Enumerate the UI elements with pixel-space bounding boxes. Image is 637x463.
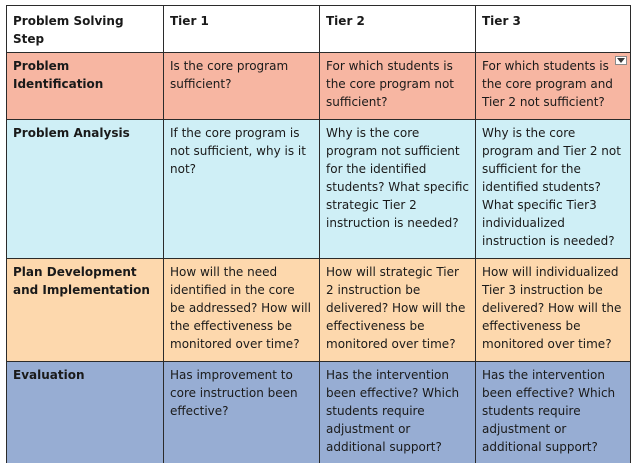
- step-cell: Problem Identification: [6, 52, 164, 120]
- header-row: Problem Solving Step Tier 1 Tier 2 Tier …: [6, 5, 631, 53]
- step-cell: Evaluation: [6, 361, 164, 463]
- header-tier-3: Tier 3: [475, 5, 631, 53]
- tier-3-cell[interactable]: For which students is the core program a…: [475, 52, 631, 120]
- row-plan-development: Plan Development and Implementation How …: [6, 258, 631, 362]
- tier-1-cell: If the core program is not sufficient, w…: [163, 119, 320, 259]
- problem-solving-table: Problem Solving Step Tier 1 Tier 2 Tier …: [6, 5, 631, 463]
- row-problem-identification: Problem Identification Is the core progr…: [6, 52, 631, 120]
- tier-1-cell: Is the core program sufficient?: [163, 52, 320, 120]
- header-tier-1: Tier 1: [163, 5, 320, 53]
- tier-2-cell: For which students is the core program n…: [319, 52, 476, 120]
- row-evaluation: Evaluation Has improvement to core instr…: [6, 361, 631, 463]
- row-problem-analysis: Problem Analysis If the core program is …: [6, 119, 631, 259]
- tier-2-cell: How will strategic Tier 2 instruction be…: [319, 258, 476, 362]
- dropdown-arrow-icon[interactable]: [615, 56, 627, 65]
- tier-1-cell: How will the need identified in the core…: [163, 258, 320, 362]
- step-cell: Plan Development and Implementation: [6, 258, 164, 362]
- tier-3-cell: How will individualized Tier 3 instructi…: [475, 258, 631, 362]
- tier-3-cell: Has the intervention been effective? Whi…: [475, 361, 631, 463]
- tier-2-cell: Why is the core program not sufficient f…: [319, 119, 476, 259]
- tier-3-cell: Why is the core program and Tier 2 not s…: [475, 119, 631, 259]
- tier-3-cell-text: For which students is the core program a…: [482, 59, 613, 109]
- tier-1-cell: Has improvement to core instruction been…: [163, 361, 320, 463]
- header-problem-solving-step: Problem Solving Step: [6, 5, 164, 53]
- header-tier-2: Tier 2: [319, 5, 476, 53]
- tier-2-cell: Has the intervention been effective? Whi…: [319, 361, 476, 463]
- tier-3-cell-wrap: For which students is the core program a…: [482, 56, 627, 111]
- step-cell: Problem Analysis: [6, 119, 164, 259]
